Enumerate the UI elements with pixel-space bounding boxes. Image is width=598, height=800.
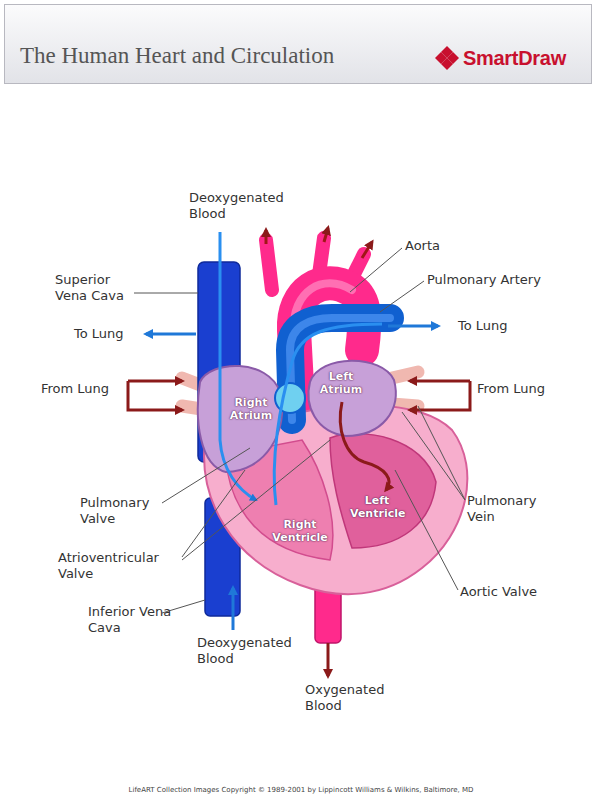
flow-label: Oxygenated Blood xyxy=(305,682,405,714)
oxygenated-flow xyxy=(340,402,389,490)
chamber-label: Left Ventricle xyxy=(350,494,404,520)
leader-lines xyxy=(134,293,198,294)
oxygenated-flow xyxy=(128,381,182,410)
deoxygenated-flow xyxy=(388,325,438,328)
oxygenated-flow xyxy=(128,380,182,383)
leader-lines xyxy=(402,412,465,500)
chamber-label: Left Atrium xyxy=(318,370,364,396)
part-label: Pulmonary Vein xyxy=(467,493,549,525)
logo-icon xyxy=(435,46,459,70)
flow-label: From Lung xyxy=(477,381,545,397)
chamber-label: Right Ventricle xyxy=(270,518,330,544)
aorta xyxy=(266,240,272,290)
flow-label: Deoxygenated Blood xyxy=(197,635,312,667)
right-atrium xyxy=(198,366,282,472)
leader-lines xyxy=(134,248,465,613)
part-label: Aorta xyxy=(405,238,440,254)
part-label: Pulmonary Valve xyxy=(80,495,162,527)
deoxygenated-flow xyxy=(146,333,196,336)
flow-arrows-out xyxy=(266,228,372,258)
flow-label: From Lung xyxy=(41,381,109,397)
part-label: Atrioventricular Valve xyxy=(58,550,183,582)
logo-icon xyxy=(435,52,447,64)
chamber-label: Right Atrium xyxy=(228,396,274,422)
deoxygenated-flow xyxy=(220,232,256,500)
flow-arrows-out xyxy=(265,230,268,244)
part-label: Superior Vena Cava xyxy=(55,272,135,304)
left-atrium xyxy=(309,361,396,436)
leader-lines xyxy=(418,406,465,500)
oxygenated-flow xyxy=(128,381,470,676)
deoxygenated-flow xyxy=(232,588,235,630)
deoxygenated-flow xyxy=(146,232,438,630)
leader-lines xyxy=(350,248,402,292)
logo-icon xyxy=(447,52,459,64)
leader-lines xyxy=(380,281,424,312)
part-label: Inferior Vena Cava xyxy=(88,604,178,636)
copyright-note: LifeART Collection Images Copyright © 19… xyxy=(2,786,598,795)
deoxygenated-flow xyxy=(274,324,382,505)
flow-label: To Lung xyxy=(458,318,508,334)
oxygenated-flow xyxy=(327,643,330,676)
leader-lines xyxy=(162,448,250,503)
leader-lines xyxy=(395,470,458,590)
flow-label: Deoxygenated Blood xyxy=(189,190,304,222)
leader-lines xyxy=(182,440,330,560)
flow-arrows-out xyxy=(324,228,328,242)
left-ventricle xyxy=(330,434,436,548)
flow-label: To Lung xyxy=(74,326,124,342)
page-title: The Human Heart and Circulation xyxy=(20,43,334,69)
oxygenated-flow xyxy=(410,381,470,410)
pulmonary-vein-stubs xyxy=(392,372,418,378)
brand-logo: SmartDraw xyxy=(463,47,566,69)
oxygenated-flow xyxy=(410,380,470,383)
part-label: Aortic Valve xyxy=(460,584,537,600)
leader-lines xyxy=(182,470,245,557)
flow-arrows-out xyxy=(362,242,372,258)
part-label: Pulmonary Artery xyxy=(427,272,541,288)
pulmonary-vein-stubs xyxy=(392,404,418,406)
